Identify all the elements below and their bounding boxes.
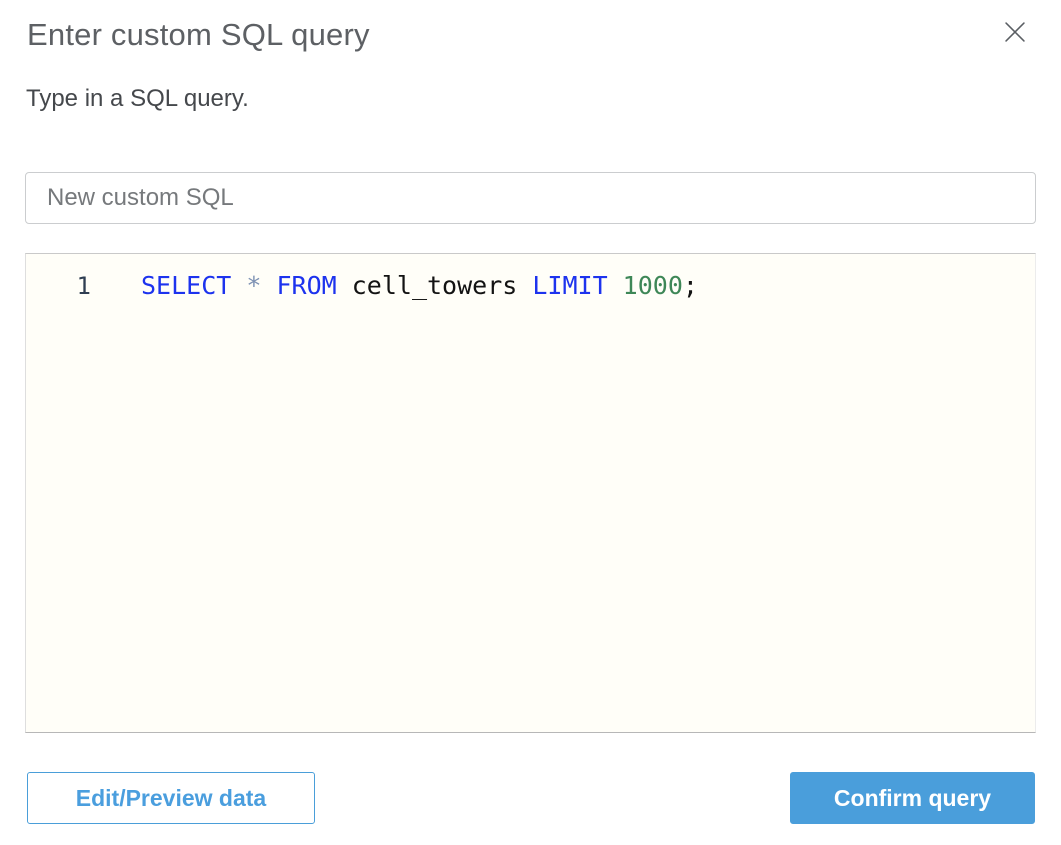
sql-token-keyword: FROM xyxy=(276,271,352,300)
dialog-subtitle: Type in a SQL query. xyxy=(26,85,249,112)
close-icon xyxy=(1004,21,1026,43)
code-line: 1 SELECT * FROM cell_towers LIMIT 1000; xyxy=(26,254,1035,305)
sql-token-punctuation: ; xyxy=(682,271,698,300)
sql-token-operator: * xyxy=(246,271,277,300)
sql-token-keyword: SELECT xyxy=(141,271,247,300)
edit-preview-data-button[interactable]: Edit/Preview data xyxy=(27,772,315,824)
confirm-query-button[interactable]: Confirm query xyxy=(790,772,1035,824)
custom-sql-name-input[interactable] xyxy=(25,172,1036,224)
sql-token-number: 1000 xyxy=(622,271,683,300)
sql-code-editor[interactable]: 1 SELECT * FROM cell_towers LIMIT 1000; xyxy=(25,253,1036,733)
close-button[interactable] xyxy=(1002,19,1028,45)
line-number: 1 xyxy=(76,272,91,300)
page-title: Enter custom SQL query xyxy=(27,17,370,52)
sql-token-identifier: cell_towers xyxy=(351,271,533,300)
sql-statement: SELECT * FROM cell_towers LIMIT 1000; xyxy=(141,267,698,305)
sql-token-keyword: LIMIT xyxy=(532,271,623,300)
